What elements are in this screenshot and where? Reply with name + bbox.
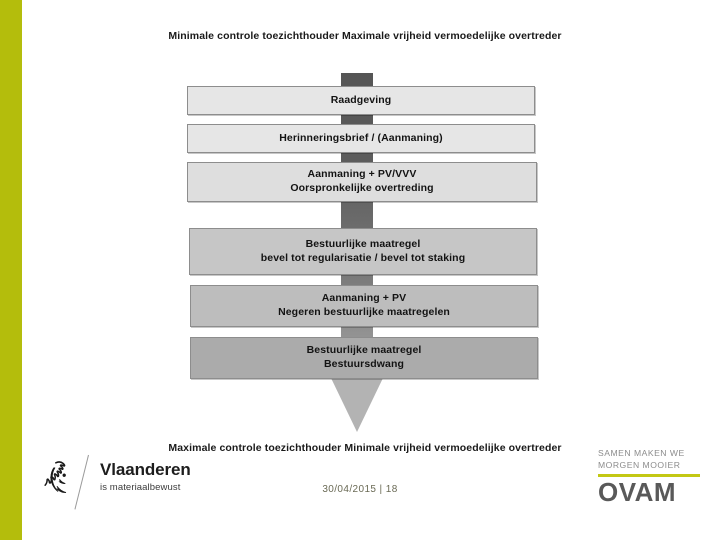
step-box: Aanmaning + PV/VVV Oorspronkelijke overt… (187, 162, 537, 202)
step-box: Aanmaning + PV Negeren bestuurlijke maat… (190, 285, 538, 327)
vlaanderen-logo: Vlaanderen is materiaalbewust (42, 454, 222, 511)
left-accent-bar (0, 0, 22, 540)
vlaanderen-tagline: is materiaalbewust (100, 481, 181, 493)
ovam-tagline: SAMEN MAKEN WE MORGEN MOOIER (598, 448, 685, 470)
ovam-wordmark: OVAM (598, 476, 677, 507)
diagram-caption-top: Minimale controle toezichthouder Maximal… (168, 30, 562, 42)
step-box: Herinneringsbrief / (Aanmaning) (187, 124, 535, 153)
step-box: Bestuurlijke maatregel Bestuursdwang (190, 337, 538, 379)
ovam-logo: SAMEN MAKEN WE MORGEN MOOIER OVAM (598, 448, 710, 510)
footer-date-page: 30/04/2015 | 18 (322, 484, 398, 495)
vlaanderen-wordmark: Vlaanderen (100, 460, 191, 479)
step-box: Bestuurlijke maatregel bevel tot regular… (189, 228, 537, 275)
diagram-arrow-head-icon (331, 378, 383, 432)
diagram-caption-bottom: Maximale controle toezichthouder Minimal… (168, 442, 562, 454)
enforcement-ladder-diagram: Minimale controle toezichthouder Maximal… (150, 22, 580, 482)
vlaanderen-logo-text: Vlaanderen is materiaalbewust (100, 461, 191, 493)
ovam-rule (598, 474, 700, 477)
flemish-lion-icon (42, 459, 82, 505)
step-box: Raadgeving (187, 86, 535, 115)
